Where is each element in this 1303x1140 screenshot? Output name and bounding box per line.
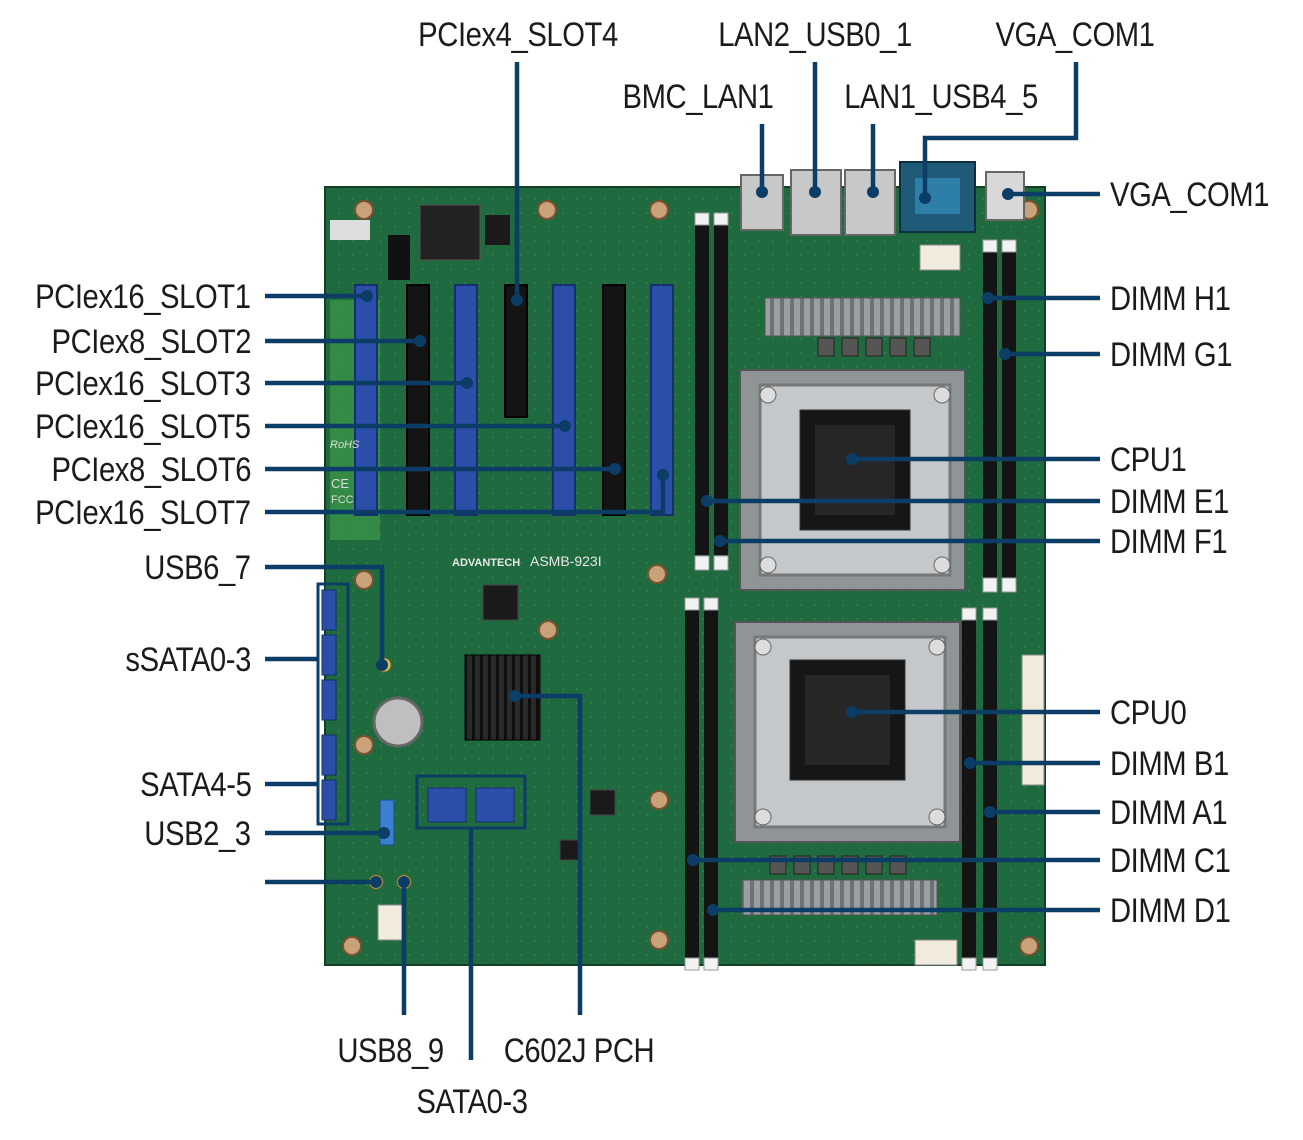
label-pciex8-slot6: PCIex8_SLOT6 <box>51 451 251 489</box>
atx-power-connector <box>1021 654 1045 786</box>
label-dimm-b1: DIMM B1 <box>1110 745 1229 783</box>
cmos-battery <box>372 696 424 748</box>
dimm-latches <box>684 212 1017 971</box>
leader-lines <box>265 62 1100 1060</box>
label-dimm-e1: DIMM E1 <box>1110 483 1229 521</box>
sata0-3-connectors <box>427 787 515 823</box>
label-pciex16-slot5: PCIex16_SLOT5 <box>35 408 252 446</box>
rear-io <box>740 161 1025 236</box>
fcc-text: FCC <box>331 494 354 506</box>
label-sata0-3: SATA0-3 <box>416 1083 528 1121</box>
cpu1-socket <box>739 369 966 591</box>
label-sata4-5: SATA4-5 <box>139 766 252 804</box>
label-usb2-3: USB2_3 <box>144 815 252 853</box>
vrm-heatsink-top <box>764 297 961 337</box>
label-lan2-usb0-1: LAN2_USB0_1 <box>718 16 912 54</box>
label-pciex16-slot1: PCIex16_SLOT1 <box>35 278 252 316</box>
rohs-text: RoHS <box>330 439 360 451</box>
brand-text: ADVANTECH <box>452 557 520 569</box>
power-header-left <box>377 904 403 941</box>
label-usb6-7: USB6_7 <box>144 549 252 587</box>
top-chips <box>330 204 510 280</box>
label-dimm-d1: DIMM D1 <box>1110 892 1231 930</box>
label-pciex16-slot7: PCIex16_SLOT7 <box>35 494 252 532</box>
label-lan1-usb4-5: LAN1_USB4_5 <box>844 78 1038 116</box>
label-dimm-a1: DIMM A1 <box>1110 794 1228 832</box>
label-cpu1: CPU1 <box>1110 441 1187 479</box>
cpu0-socket <box>734 621 961 843</box>
label-dimm-g1: DIMM G1 <box>1110 336 1233 374</box>
label-vga-com1-top: VGA_COM1 <box>995 16 1155 54</box>
vrm-chokes-top <box>817 337 931 357</box>
cpu-power-top <box>919 244 961 271</box>
sata-connectors-left <box>321 589 337 821</box>
label-cpu0: CPU0 <box>1110 694 1187 732</box>
label-dimm-c1: DIMM C1 <box>1110 842 1231 880</box>
label-pciex4-slot4: PCIex4_SLOT4 <box>418 16 618 54</box>
label-ssata0-3: sSATA0-3 <box>125 641 252 679</box>
label-usb8-9: USB8_9 <box>337 1032 444 1070</box>
label-pciex8-slot2: PCIex8_SLOT2 <box>51 323 251 361</box>
dimm-slots <box>685 225 1016 965</box>
label-vga-com1-right: VGA_COM1 <box>1110 176 1270 214</box>
misc-chips <box>482 584 616 861</box>
ce-text: CE <box>331 476 349 491</box>
label-pciex16-slot3: PCIex16_SLOT3 <box>35 365 252 403</box>
label-dimm-h1: DIMM H1 <box>1110 280 1231 318</box>
label-bmc-lan1: BMC_LAN1 <box>622 78 774 116</box>
label-c602j-pch: C602J PCH <box>503 1032 655 1070</box>
leader-dots <box>361 186 1014 916</box>
sata-bracket-left <box>316 582 350 826</box>
label-dimm-f1: DIMM F1 <box>1110 523 1228 561</box>
cpu-power-bottom <box>914 939 958 966</box>
model-text: ASMB-923I <box>530 553 602 569</box>
